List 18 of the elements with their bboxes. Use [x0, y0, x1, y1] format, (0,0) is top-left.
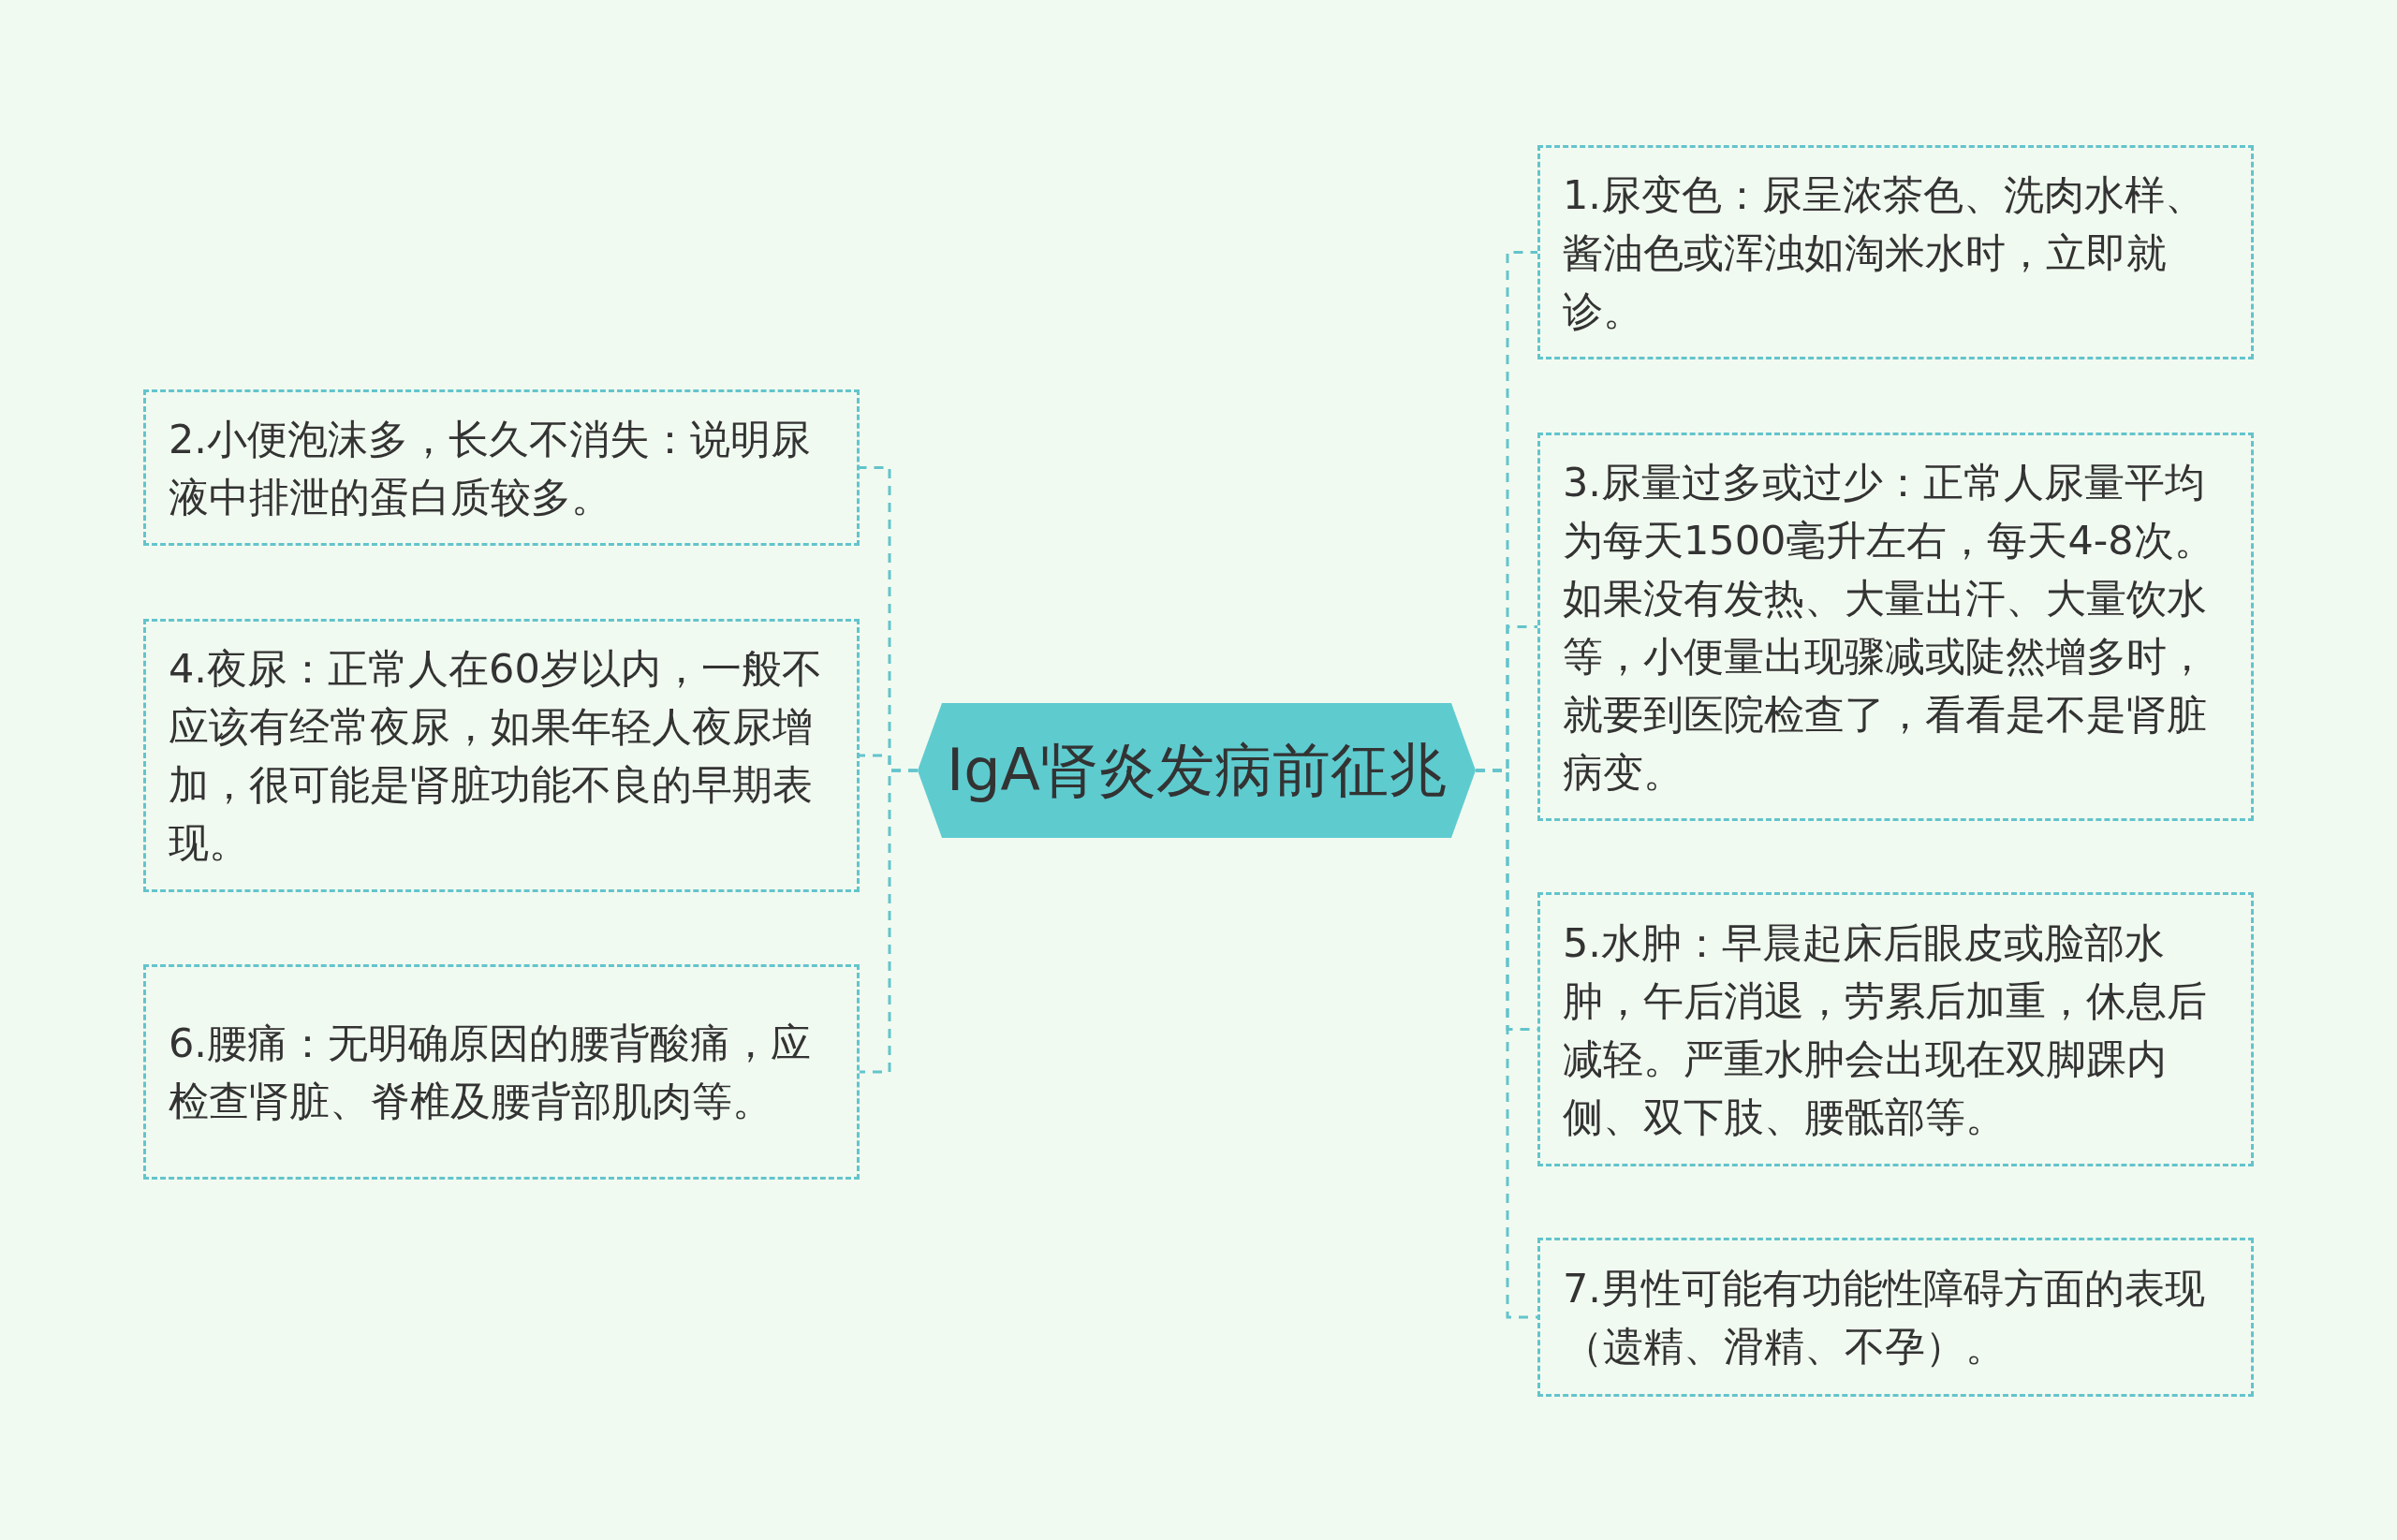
text-box: [1537, 433, 2254, 821]
connector-line: [860, 769, 918, 1074]
connector-line: [1476, 769, 1537, 1319]
box-text: 1.尿变色：尿呈浓茶色、洗肉水样、酱油色或浑浊如淘米水时，立即就诊。: [1563, 169, 2207, 336]
text-box: [1537, 1238, 2254, 1397]
text-box: [1537, 892, 2254, 1166]
box-text: 7.男性可能有功能性障碍方面的表现（遗精、滑精、不孕）。: [1563, 1264, 2207, 1371]
box-text: 4.夜尿：正常人在60岁以内，一般不应该有经常夜尿，如果年轻人夜尿增加，很可能是肾脏功能不良的早期表现。: [169, 644, 823, 868]
title-text: IgA肾炎发病前征兆: [946, 738, 1448, 803]
text-box: [1537, 145, 2254, 359]
text-box: [143, 389, 860, 546]
box-text: 3.尿量过多或过少：正常人尿量平均为每天1500毫升左右，每天4-8次。如果没有发热、大量出汗、大量饮水等，小便量出现骤减或陡然增多时，就要到医院检查了，看看是不是肾脏病变。: [1563, 457, 2215, 798]
text-box: [143, 964, 860, 1180]
box-text: 5.水肿：早晨起床后眼皮或脸部水肿，午后消退，劳累后加重，休息后减轻。严重水肿会出现在双脚踝内侧、双下肢、腰骶部等。: [1563, 917, 2208, 1142]
title-hexagon: [918, 703, 1476, 838]
text-box: [143, 619, 860, 892]
box-text: 6.腰痛：无明确原因的腰背酸痛，应检查肾脏、脊椎及腰背部肌肉等。: [169, 1019, 813, 1126]
box-text: 2.小便泡沫多，长久不消失：说明尿液中排泄的蛋白质较多。: [169, 414, 813, 522]
